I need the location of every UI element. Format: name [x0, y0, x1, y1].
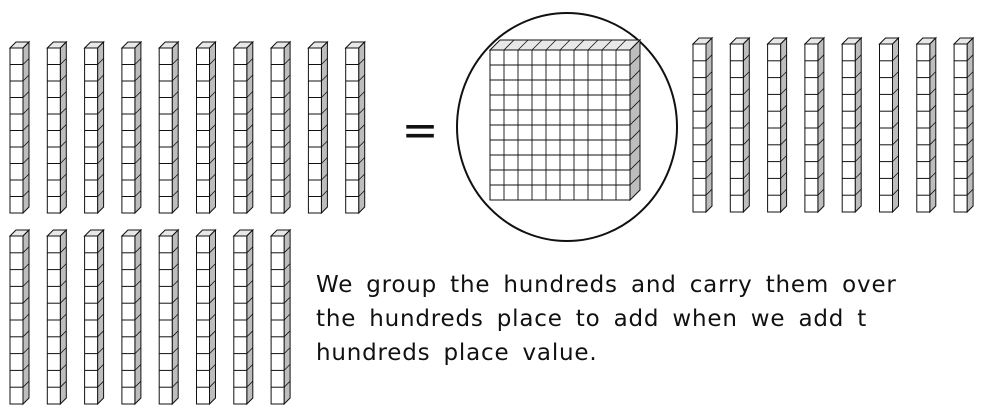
ten-rod: [344, 40, 366, 215]
caption-line-2: the hundreds place to add when we add t: [316, 306, 868, 332]
ten-rod: [766, 36, 788, 214]
ten-rod: [157, 40, 180, 215]
ten-rod: [46, 228, 68, 406]
ten-rod: [8, 40, 31, 215]
left-ten-rods-top-row: [8, 40, 366, 215]
ten-rod: [840, 36, 863, 214]
ten-rod: [878, 36, 900, 214]
caption-text: We group the hundreds and carry them ove…: [316, 268, 981, 370]
ten-rod: [46, 40, 68, 215]
ten-rod: [195, 40, 217, 215]
hundred-flat-block: [488, 38, 642, 202]
hundred-flat-circle: [456, 12, 678, 242]
ten-rod: [232, 228, 255, 406]
caption-line-1: We group the hundreds and carry them ove…: [316, 272, 897, 298]
ten-rod: [307, 40, 329, 215]
ten-rod: [195, 228, 217, 406]
ten-rod: [83, 40, 105, 215]
ten-rod: [691, 36, 714, 214]
ten-rod: [269, 228, 292, 406]
ten-rod: [120, 40, 143, 215]
ten-rod: [83, 228, 105, 406]
ten-rod: [269, 40, 292, 215]
ten-rod: [729, 36, 751, 214]
ten-rod: [915, 36, 938, 214]
ten-rod: [803, 36, 826, 214]
equals-sign: =: [402, 105, 439, 156]
ten-rod: [8, 228, 31, 406]
caption-line-3: hundreds place value.: [316, 340, 598, 366]
ten-rod: [120, 228, 143, 406]
right-ten-rods-row: [691, 36, 975, 214]
left-ten-rods-bottom-row: [8, 228, 292, 406]
ten-rod: [157, 228, 180, 406]
ten-rod: [232, 40, 255, 215]
ten-rod: [952, 36, 975, 214]
